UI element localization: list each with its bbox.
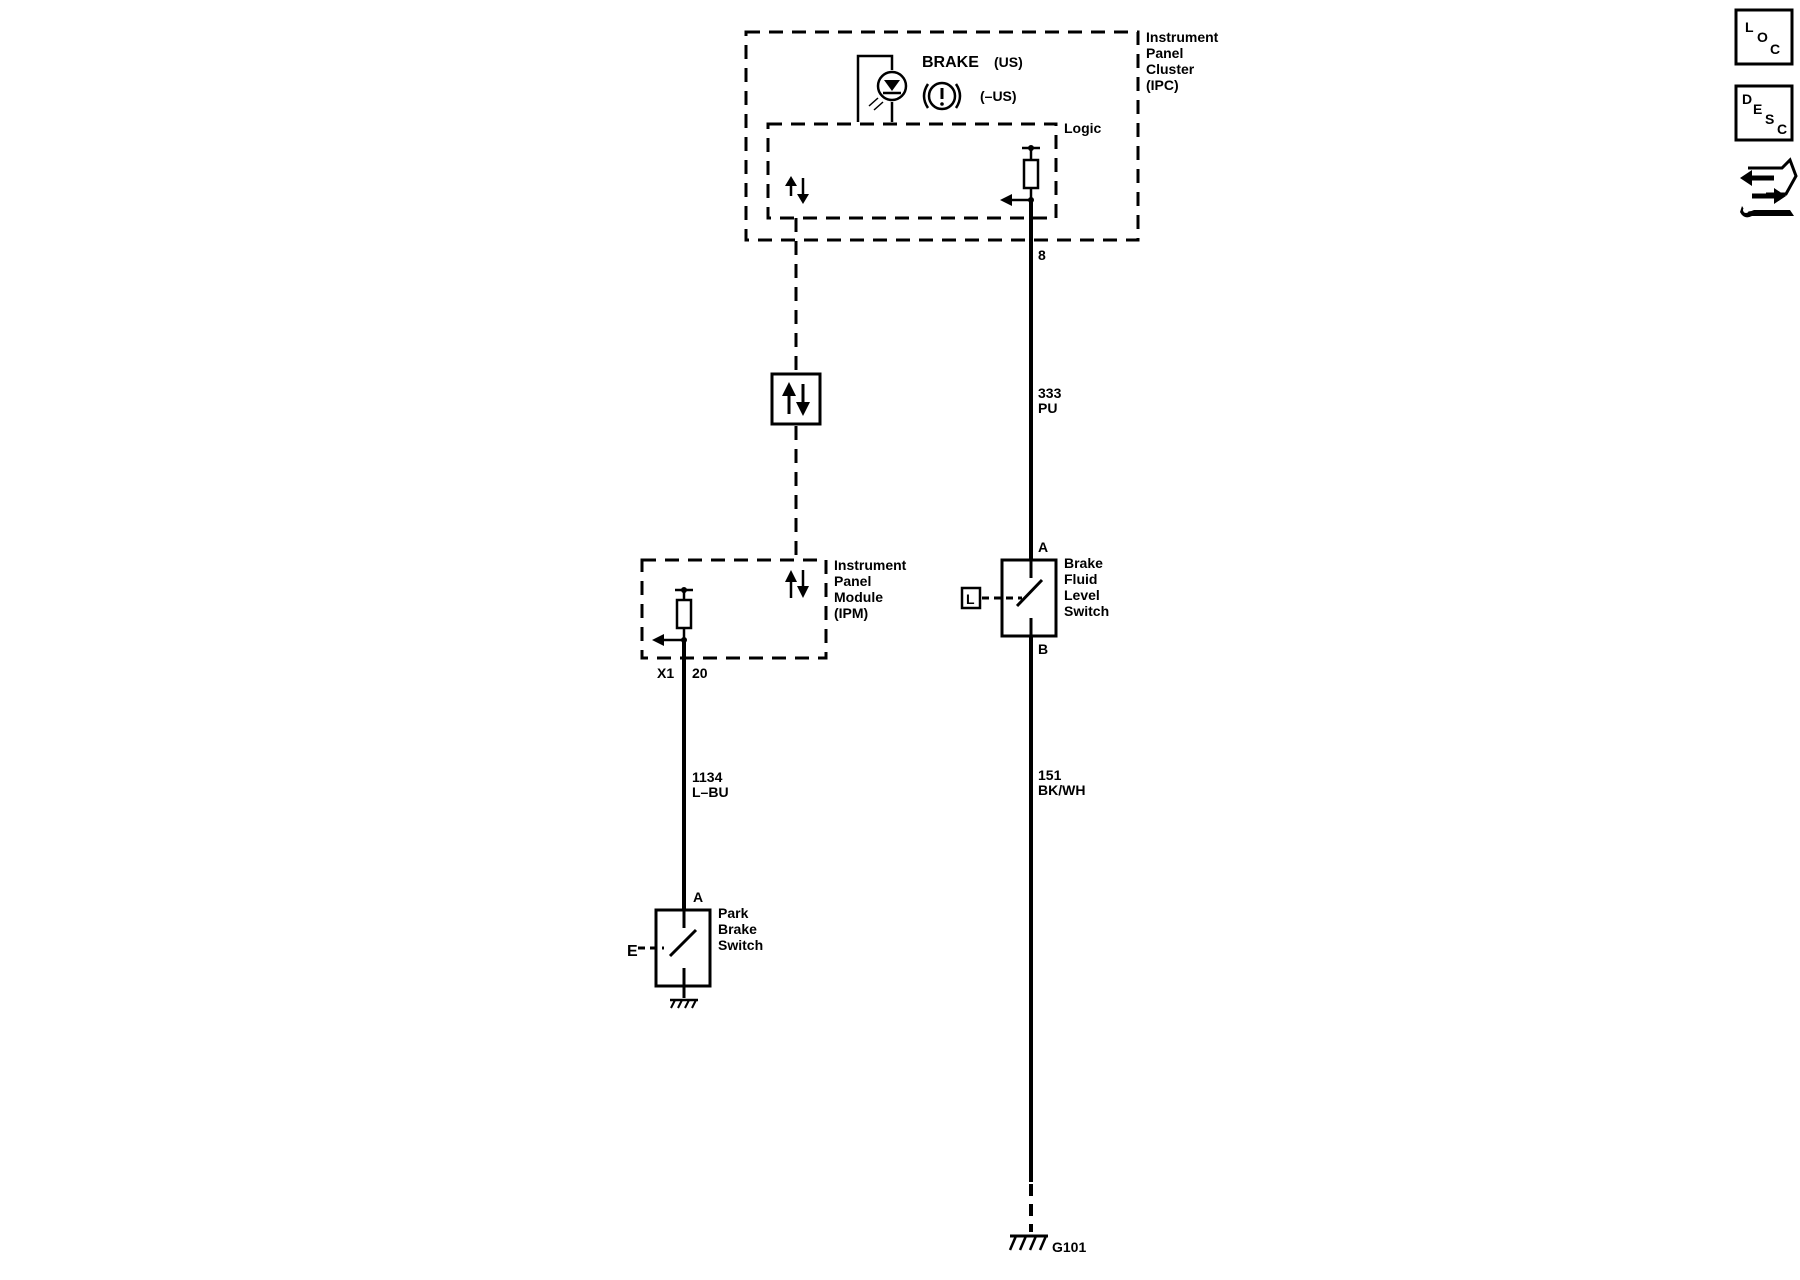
svg-text:S: S bbox=[1765, 111, 1774, 127]
brake-indicator: BRAKE (US) (–US) bbox=[856, 54, 1023, 122]
park-switch-mechanism-icon: E bbox=[627, 943, 638, 960]
case-ground-icon bbox=[670, 998, 698, 1009]
ipm-pin-label: 20 bbox=[692, 665, 708, 681]
wire-1134-label: 1134 L–BU bbox=[692, 769, 729, 800]
serial-data-path bbox=[770, 218, 822, 556]
loc-button[interactable]: L O C bbox=[1734, 8, 1794, 66]
svg-text:C: C bbox=[1770, 41, 1780, 57]
svg-text:L: L bbox=[966, 591, 975, 607]
wire-1134: 1134 L–BU bbox=[682, 640, 729, 910]
park-switch-terminal-a: A bbox=[693, 889, 703, 905]
ipc-module: Instrument Panel Cluster (IPC) BRAKE (US… bbox=[744, 29, 1222, 263]
ipm-module: Instrument Panel Module (IPM) X1 20 bbox=[640, 557, 910, 681]
ipm-pull-up-resistor-icon bbox=[652, 587, 693, 646]
park-switch-label: Park Brake Switch bbox=[718, 905, 763, 953]
svg-text:C: C bbox=[1777, 121, 1787, 137]
wire-333: 333 PU bbox=[1029, 200, 1065, 560]
fluid-level-mechanism-icon bbox=[960, 586, 982, 610]
us-label: (US) bbox=[994, 54, 1023, 70]
ipm-label: Instrument Panel Module (IPM) bbox=[834, 557, 910, 621]
brake-fluid-level-switch: L A B Brake Fluid Level Switch bbox=[960, 539, 1109, 657]
svg-text:D: D bbox=[1742, 91, 1752, 107]
ipm-connector-label: X1 bbox=[657, 665, 674, 681]
serial-data-connector-arrows-icon bbox=[782, 382, 810, 416]
fluid-switch-terminal-b: B bbox=[1038, 641, 1048, 657]
brake-warning-icon bbox=[922, 81, 962, 111]
desc-icon[interactable] bbox=[1734, 84, 1794, 142]
logic-label: Logic bbox=[1064, 120, 1102, 136]
connector-repair-icon[interactable] bbox=[1740, 157, 1798, 218]
ipm-boundary bbox=[640, 558, 828, 660]
ground-g101: G101 bbox=[1008, 1234, 1086, 1255]
connector-repair-button[interactable] bbox=[1740, 157, 1798, 218]
serial-data-connector bbox=[770, 372, 822, 426]
non-us-label: (–US) bbox=[980, 88, 1017, 104]
serial-data-arrows-icon bbox=[785, 176, 809, 204]
park-brake-switch: E A Park Brake Switch bbox=[627, 889, 763, 1009]
ipc-logic-boundary bbox=[766, 122, 1058, 220]
ipm-serial-data-arrows-icon bbox=[785, 570, 809, 598]
svg-text:O: O bbox=[1757, 29, 1768, 45]
wire-333-label: 333 PU bbox=[1038, 385, 1065, 416]
ipc-label: Instrument Panel Cluster (IPC) bbox=[1146, 29, 1222, 93]
wire-151-label: 151 BK/WH bbox=[1038, 767, 1085, 798]
fluid-switch-terminal-a: A bbox=[1038, 539, 1048, 555]
wire-151: 151 BK/WH bbox=[1029, 636, 1085, 1232]
ground-label: G101 bbox=[1052, 1239, 1086, 1255]
loc-icon[interactable] bbox=[1734, 8, 1794, 66]
svg-text:E: E bbox=[1753, 101, 1762, 117]
pull-up-resistor-icon bbox=[1000, 145, 1040, 206]
ipc-pin-label: 8 bbox=[1038, 247, 1046, 263]
brake-indicator-label: BRAKE bbox=[922, 54, 979, 71]
desc-button[interactable]: D E S C bbox=[1734, 84, 1794, 142]
svg-text:L: L bbox=[1745, 19, 1754, 35]
ipc-boundary bbox=[744, 30, 1140, 242]
fluid-switch-label: Brake Fluid Level Switch bbox=[1064, 555, 1109, 619]
